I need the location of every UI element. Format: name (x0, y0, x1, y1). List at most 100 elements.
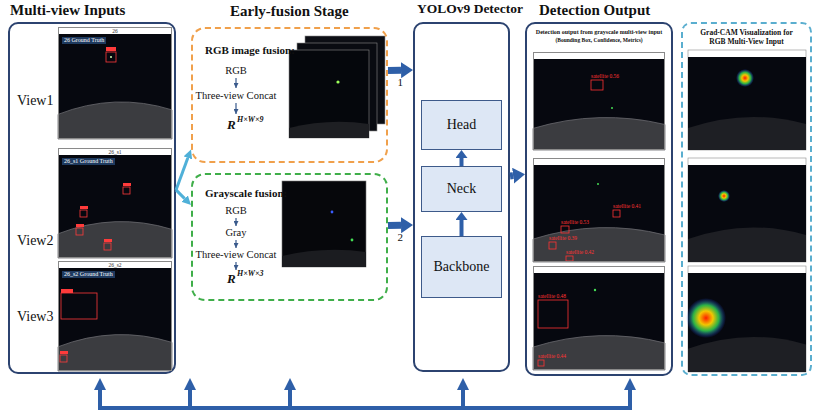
earth-limb (688, 117, 806, 150)
image-frame (688, 50, 806, 150)
earth-limb (688, 337, 806, 372)
ground-truth-tag-mark (106, 47, 116, 51)
heatmap-blob (718, 190, 730, 202)
flow-arrow (176, 190, 185, 199)
feedback-line (100, 406, 630, 410)
detection-label: satellite 0.41 (613, 203, 641, 209)
detection-label: satellite 0.39 (549, 235, 577, 241)
image-frame (58, 148, 172, 258)
fusion-heading: Grayscale fusion: (205, 187, 287, 200)
earth-limb (533, 118, 665, 150)
earth-limb (58, 222, 172, 258)
ground-truth-tag: 26_s1 Ground Truth (62, 158, 115, 165)
fusion-box: RGB image fusion:RGBThree-view ConcatRH×… (191, 27, 388, 163)
feedback-arrow (628, 390, 632, 410)
step-text: Gray (193, 227, 279, 239)
tensor-shape: H×W×3 (237, 269, 263, 278)
image-frame (533, 266, 665, 370)
space-image (688, 165, 806, 262)
earth-limb (282, 250, 366, 267)
panel-title: Multi-view Inputs (10, 1, 125, 19)
ground-truth-tag-mark (61, 289, 73, 293)
step-text: RGB (193, 205, 279, 217)
earth-limb (688, 227, 806, 262)
space-image (533, 273, 665, 370)
space-image (58, 155, 172, 258)
space-image (533, 165, 665, 262)
detection-box (549, 242, 556, 249)
edge-label: 1 (398, 76, 404, 88)
ground-truth-tag-mark (60, 351, 68, 354)
flow-arrow (388, 67, 401, 74)
network-block: Head (421, 100, 502, 150)
panel-title: Detection Output (539, 1, 650, 19)
stacked-image (289, 50, 369, 138)
ground-truth-box (76, 228, 83, 235)
detection-label: satellite 0.42 (566, 249, 594, 255)
heatmap-blob (686, 298, 726, 338)
output-panel: Detection OutputDetection output from gr… (525, 22, 673, 376)
detection-image: satellite 0.41 satellite 0.53 satellite 0.… (533, 158, 665, 262)
image-frame (533, 158, 665, 262)
detection-label: satellite 0.48 (538, 293, 566, 299)
detection-label: satellite 0.53 (561, 219, 589, 225)
detection-image: satellite 0.56 (533, 52, 665, 150)
satellite-dot (594, 289, 596, 291)
tensor-shape: H×W×9 (237, 115, 263, 124)
ground-truth-box (80, 210, 87, 217)
feedback-arrow (461, 390, 465, 410)
input-image: 26_s126_s1 Ground Truth (58, 148, 172, 258)
ground-truth-tag-mark (80, 206, 88, 209)
ground-truth-box (106, 52, 116, 62)
flow-arrow (460, 158, 464, 166)
ground-truth-box (60, 355, 67, 362)
flow-arrow (388, 222, 401, 229)
block-label: Neck (422, 181, 501, 197)
feedback-arrow (98, 390, 102, 410)
step-arrow (235, 240, 236, 248)
input-image: 2626 Ground Truth (58, 27, 172, 139)
panel-subtitle: (Bounding Box, Confidence, Metrics) (527, 37, 671, 44)
earth-limb (289, 122, 369, 138)
step-text: Three-view Concat (193, 249, 279, 261)
image-frame (58, 261, 172, 371)
detection-box (538, 360, 544, 366)
ground-truth-tag-mark (104, 239, 112, 242)
step-arrow (235, 78, 236, 88)
block-label: Backbone (422, 259, 501, 275)
satellite-dot (110, 56, 112, 58)
earth-limb (533, 336, 665, 370)
step-arrow (235, 262, 236, 270)
feedback-arrow (188, 390, 192, 410)
tensor-symbol: R (227, 117, 236, 132)
stage-title: Early-fusion Stage (230, 2, 349, 20)
input-image: 26_s226_s2 Ground Truth (58, 261, 172, 371)
edge-label: 2 (398, 231, 404, 243)
ground-truth-box (61, 293, 97, 319)
fused-image (282, 181, 366, 267)
image-frame (688, 158, 806, 262)
detection-box (538, 300, 568, 328)
image-frame (533, 52, 665, 150)
ground-truth-box (104, 243, 111, 250)
step-arrow (235, 218, 236, 226)
view-label: View2 (17, 232, 53, 249)
view-label: View1 (17, 92, 53, 109)
tensor-symbol: R (227, 271, 236, 286)
step-arrow (235, 103, 236, 114)
detection-label: satellite 0.44 (538, 353, 566, 359)
image-frame (58, 27, 172, 139)
ground-truth-box (123, 187, 130, 194)
panel-title: Grad-CAM Visualization for RGB Multi-Vie… (692, 28, 801, 46)
detection-box (613, 210, 620, 217)
detector-panel: YOLOv9 DetectorHeadNeckBackbone (413, 22, 510, 372)
detection-image: satellite 0.48 satellite 0.44 (533, 266, 665, 370)
panel-subtitle: Detection output from grayscale multi-vi… (527, 28, 671, 36)
flow-arrow (176, 158, 188, 190)
ground-truth-tag: 26 Ground Truth (62, 37, 106, 44)
space-image (58, 268, 172, 371)
satellite-dot (336, 80, 339, 83)
space-image (533, 59, 665, 150)
network-block: Backbone (421, 236, 502, 298)
